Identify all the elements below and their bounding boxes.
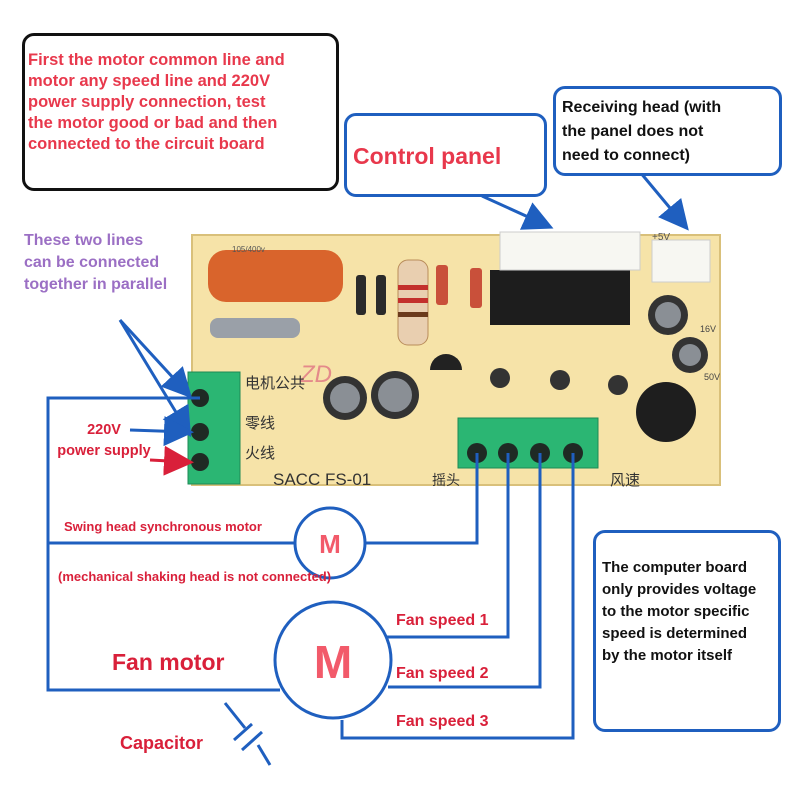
- terminal-common-label: 电机公共: [245, 375, 305, 392]
- capacitor-label: Capacitor: [120, 733, 204, 753]
- power-supply-label: 220V power supply: [57, 422, 151, 459]
- plus5v-label: +5V: [652, 232, 670, 243]
- resistor-1: [210, 318, 300, 338]
- parallel-arrow-1: [118, 318, 193, 399]
- swing-silk-label: 摇头: [432, 472, 460, 488]
- capacitor-lead-2: [256, 744, 272, 766]
- circuit-board: 105/400v +5V: [187, 231, 721, 489]
- triac-1: [490, 368, 510, 388]
- swing-motor-label: Swing head synchronous motor: [64, 519, 262, 534]
- fan-motor-symbol: M: [314, 636, 352, 688]
- speed-2-wire: [388, 453, 542, 689]
- swing-motor-symbol: M: [319, 529, 341, 559]
- board-rating-label: 105/400v: [232, 245, 265, 254]
- triac-2: [550, 370, 570, 390]
- receiving-head-note: Receiving head (with the panel does not …: [562, 99, 722, 164]
- parallel-arrow-2: [118, 319, 192, 438]
- diode-2: [376, 275, 386, 315]
- ic-chip: [490, 270, 630, 325]
- swing-wire: [365, 453, 479, 545]
- board-model-label: SACC FS-01: [273, 470, 371, 489]
- fan-speed-3-label: Fan speed 3: [396, 713, 489, 730]
- control-panel-connector: [499, 231, 641, 271]
- terminal-screw-live: [191, 453, 209, 471]
- receiving-head-callout: [553, 86, 782, 176]
- cap-16v-label: 16V: [700, 324, 716, 334]
- power-arrow-2: [149, 445, 194, 476]
- speed-1-wire: [385, 453, 510, 639]
- power-arrow-1: [129, 416, 194, 447]
- receiving-head-connector: [651, 239, 711, 283]
- computer-board-callout: [593, 530, 781, 732]
- control-panel-arrow: [481, 194, 554, 230]
- receiving-head-arrow: [638, 171, 689, 231]
- fan-motor-circle: [273, 600, 393, 720]
- capacitor-lead-1: [223, 702, 247, 729]
- fan-motor-label: Fan motor: [112, 649, 225, 675]
- buzzer: [636, 382, 696, 442]
- control-panel-label: Control panel: [353, 143, 502, 169]
- parallel-note: These two lines can be connected togethe…: [24, 232, 168, 293]
- cap-50v-label: 50V: [704, 372, 720, 382]
- diode-1: [356, 275, 366, 315]
- control-panel-callout: [344, 113, 547, 197]
- triac-3: [608, 375, 628, 395]
- film-capacitor: [208, 250, 343, 302]
- note-text: First the motor common line and motor an…: [28, 51, 285, 153]
- terminal-screw-neutral: [191, 423, 209, 441]
- swing-motor-circle: [293, 506, 367, 580]
- fan-speed-1-label: Fan speed 1: [396, 612, 489, 629]
- fan-speed-2-label: Fan speed 2: [396, 665, 489, 682]
- diode-4: [470, 268, 482, 308]
- speed-3-wire: [340, 453, 575, 740]
- terminal-neutral-label: 零线: [245, 415, 275, 432]
- transistor-1: [430, 354, 462, 370]
- terminal-live-label: 火线: [245, 445, 275, 462]
- note-callout: [22, 33, 339, 191]
- board-logo: ZD: [299, 361, 332, 388]
- wires: [46, 171, 689, 766]
- computer-board-note: The computer board only provides voltage…: [602, 559, 757, 664]
- diode-3: [436, 265, 448, 305]
- wind-speed-silk-label: 风速: [610, 472, 640, 489]
- capacitor-symbol: [233, 722, 264, 752]
- swing-motor-note: (mechanical shaking head is not connecte…: [58, 569, 332, 584]
